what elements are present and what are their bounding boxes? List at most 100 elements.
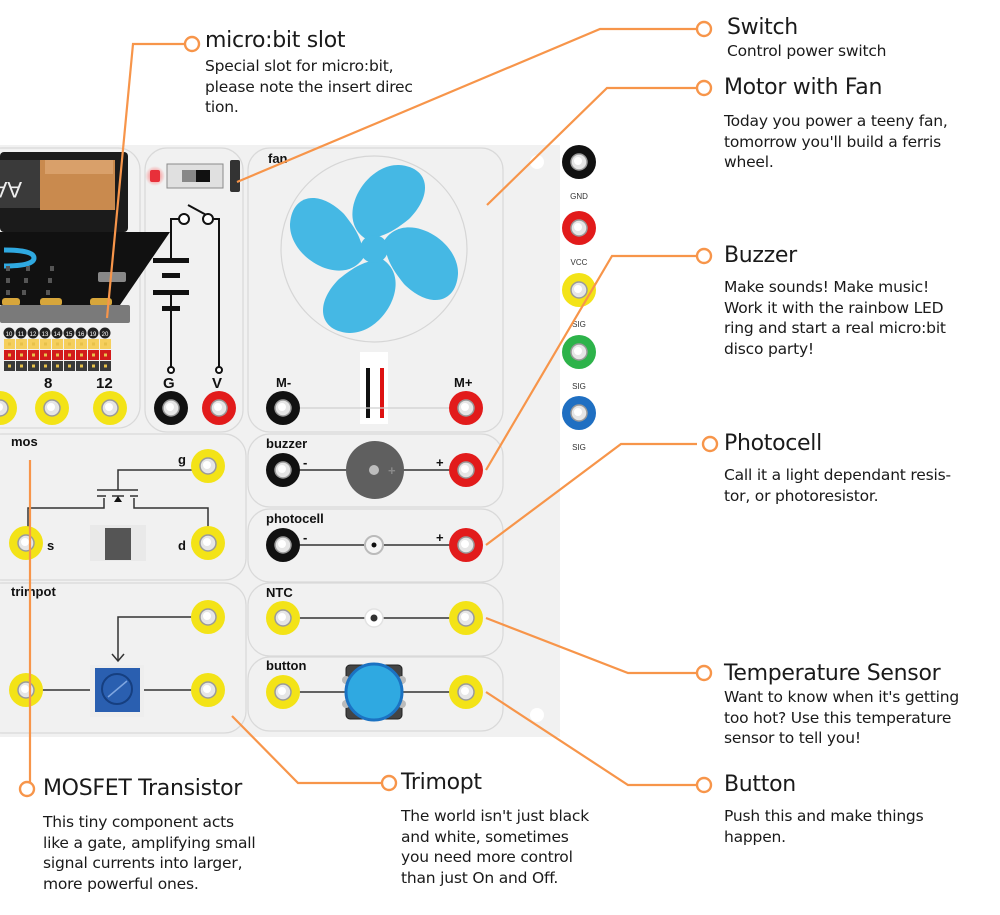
callout-button: Button Push this and make things happen.: [724, 772, 924, 847]
photocell-post-minus[interactable]: [266, 528, 300, 562]
side-connector-gnd[interactable]: [562, 145, 596, 179]
push-button[interactable]: [344, 662, 404, 722]
fan-post-minus[interactable]: [266, 391, 300, 425]
callout-title: Button: [724, 772, 796, 797]
io-post-0[interactable]: [0, 391, 17, 425]
callout-desc-line: you need more control: [401, 848, 573, 866]
io-label-12: 12: [96, 375, 113, 392]
leader-switch: [236, 27, 697, 184]
callout-desc-line: like a gate, amplifying small: [43, 833, 256, 852]
buzzer-minus-label: -: [303, 455, 307, 470]
callout-desc-line: wheel.: [724, 153, 774, 171]
mos-source-label: s: [47, 538, 54, 553]
module-frame-mos: [0, 433, 247, 581]
fan-plus-label: M+: [454, 375, 473, 390]
mos-post-gate[interactable]: [191, 449, 225, 483]
callout-desc-line: Special slot for micro:bit,: [205, 57, 394, 75]
side-connector-sig[interactable]: [562, 335, 596, 369]
leader-dot: [695, 664, 713, 682]
photocell-label: photocell: [266, 511, 324, 526]
callout-desc-line: tor, or photoresistor.: [724, 486, 879, 505]
callout-title: Trimopt: [401, 770, 482, 795]
pin-number: 20: [102, 332, 109, 338]
mos-post-drain[interactable]: [191, 526, 225, 560]
power-post-v[interactable]: [202, 391, 236, 425]
button-post-right[interactable]: [449, 675, 483, 709]
callout-trimpot: Trimopt The world isn't just black and w…: [401, 770, 589, 888]
svg-text:+: +: [388, 463, 396, 478]
callout-desc-line: Push this and make things: [724, 807, 924, 825]
leader-dot: [695, 247, 713, 265]
callout-photocell: Photocell Call it a light dependant resi…: [724, 431, 951, 506]
leader-photocell: [485, 442, 697, 546]
callout-title: Buzzer: [724, 243, 797, 268]
fan-blades: [289, 164, 459, 334]
io-label-8: 8: [44, 375, 52, 392]
callout-desc-line: please note the insert direc: [205, 77, 413, 96]
trimpot-post-wiper[interactable]: [191, 600, 225, 634]
buzzer-post-minus[interactable]: [266, 453, 300, 487]
callout-desc-line: and white, sometimes: [401, 827, 569, 846]
trimpot-post-left[interactable]: [9, 673, 43, 707]
leader-dot: [701, 435, 719, 453]
callout-desc-line: This tiny component acts: [43, 813, 234, 831]
pin-number: 10: [6, 332, 13, 338]
pin-number: 11: [18, 332, 25, 338]
callout-desc-line: disco party!: [724, 339, 814, 358]
leader-dot: [695, 776, 713, 794]
io-post-12[interactable]: [93, 391, 127, 425]
ntc-post-left[interactable]: [266, 601, 300, 635]
fan-housing: [280, 155, 468, 343]
side-connector-sig[interactable]: [562, 396, 596, 430]
leader-dot: [695, 79, 713, 97]
power-post-g[interactable]: [154, 391, 188, 425]
mosfet-symbol: [27, 469, 209, 530]
callout-mosfet: MOSFET Transistor This tiny component ac…: [43, 776, 256, 894]
side-connector-label: GND: [570, 192, 588, 201]
callout-desc-line: Call it a light dependant resis-: [724, 466, 951, 484]
buzzer-post-plus[interactable]: [449, 453, 483, 487]
leader-trimpot: [231, 715, 382, 785]
callout-desc-line: Want to know when it's getting: [724, 688, 959, 706]
callout-desc-line: too hot? Use this temperature: [724, 708, 952, 727]
microbit-slot: AA: [0, 152, 170, 323]
side-connector-vcc[interactable]: [562, 211, 596, 245]
ntc-post-right[interactable]: [449, 601, 483, 635]
callout-desc-line: sensor to tell you!: [724, 729, 861, 747]
buzzer-label: buzzer: [266, 436, 307, 451]
callout-desc-line: tomorrow you'll build a ferris: [724, 132, 941, 151]
photocell-minus-label: -: [303, 530, 307, 545]
callout-desc-line: The world isn't just black: [401, 807, 589, 825]
leader-buzzer: [485, 254, 697, 471]
io-post-8[interactable]: [35, 391, 69, 425]
callout-title: Switch: [727, 15, 798, 40]
leader-dot: [183, 35, 201, 53]
callout-desc-line: signal currents into larger,: [43, 854, 243, 872]
button-post-left[interactable]: [266, 675, 300, 709]
pin-number: 15: [66, 332, 73, 338]
callout-desc-line: more powerful ones.: [43, 874, 199, 893]
power-led: [150, 170, 160, 182]
callout-microbit-slot: micro:bit slot Special slot for micro:bi…: [205, 28, 413, 118]
leader-dot: [18, 780, 36, 798]
leader-dots: [18, 20, 719, 798]
power-switch: [145, 160, 240, 192]
callout-title: micro:bit slot: [205, 28, 346, 53]
pin-number: 16: [78, 332, 85, 338]
fan-post-plus[interactable]: [449, 391, 483, 425]
leader-temperature: [485, 616, 697, 675]
mos-post-source[interactable]: [9, 526, 43, 560]
callout-temperature: Temperature Sensor Want to know when it'…: [724, 661, 959, 749]
photocell-post-plus[interactable]: [449, 528, 483, 562]
callout-buzzer: Buzzer Make sounds! Make music! Work it …: [724, 243, 946, 359]
button-label: button: [266, 658, 306, 673]
power-label-g: G: [163, 375, 175, 392]
mos-label: mos: [11, 434, 38, 449]
fan-minus-label: M-: [276, 375, 291, 390]
trimpot-post-right[interactable]: [191, 673, 225, 707]
ntc-label: NTC: [266, 585, 293, 600]
module-frame-ntc: [247, 582, 504, 657]
buzzer-plus-label: +: [436, 455, 444, 470]
power-label-v: V: [212, 375, 222, 392]
